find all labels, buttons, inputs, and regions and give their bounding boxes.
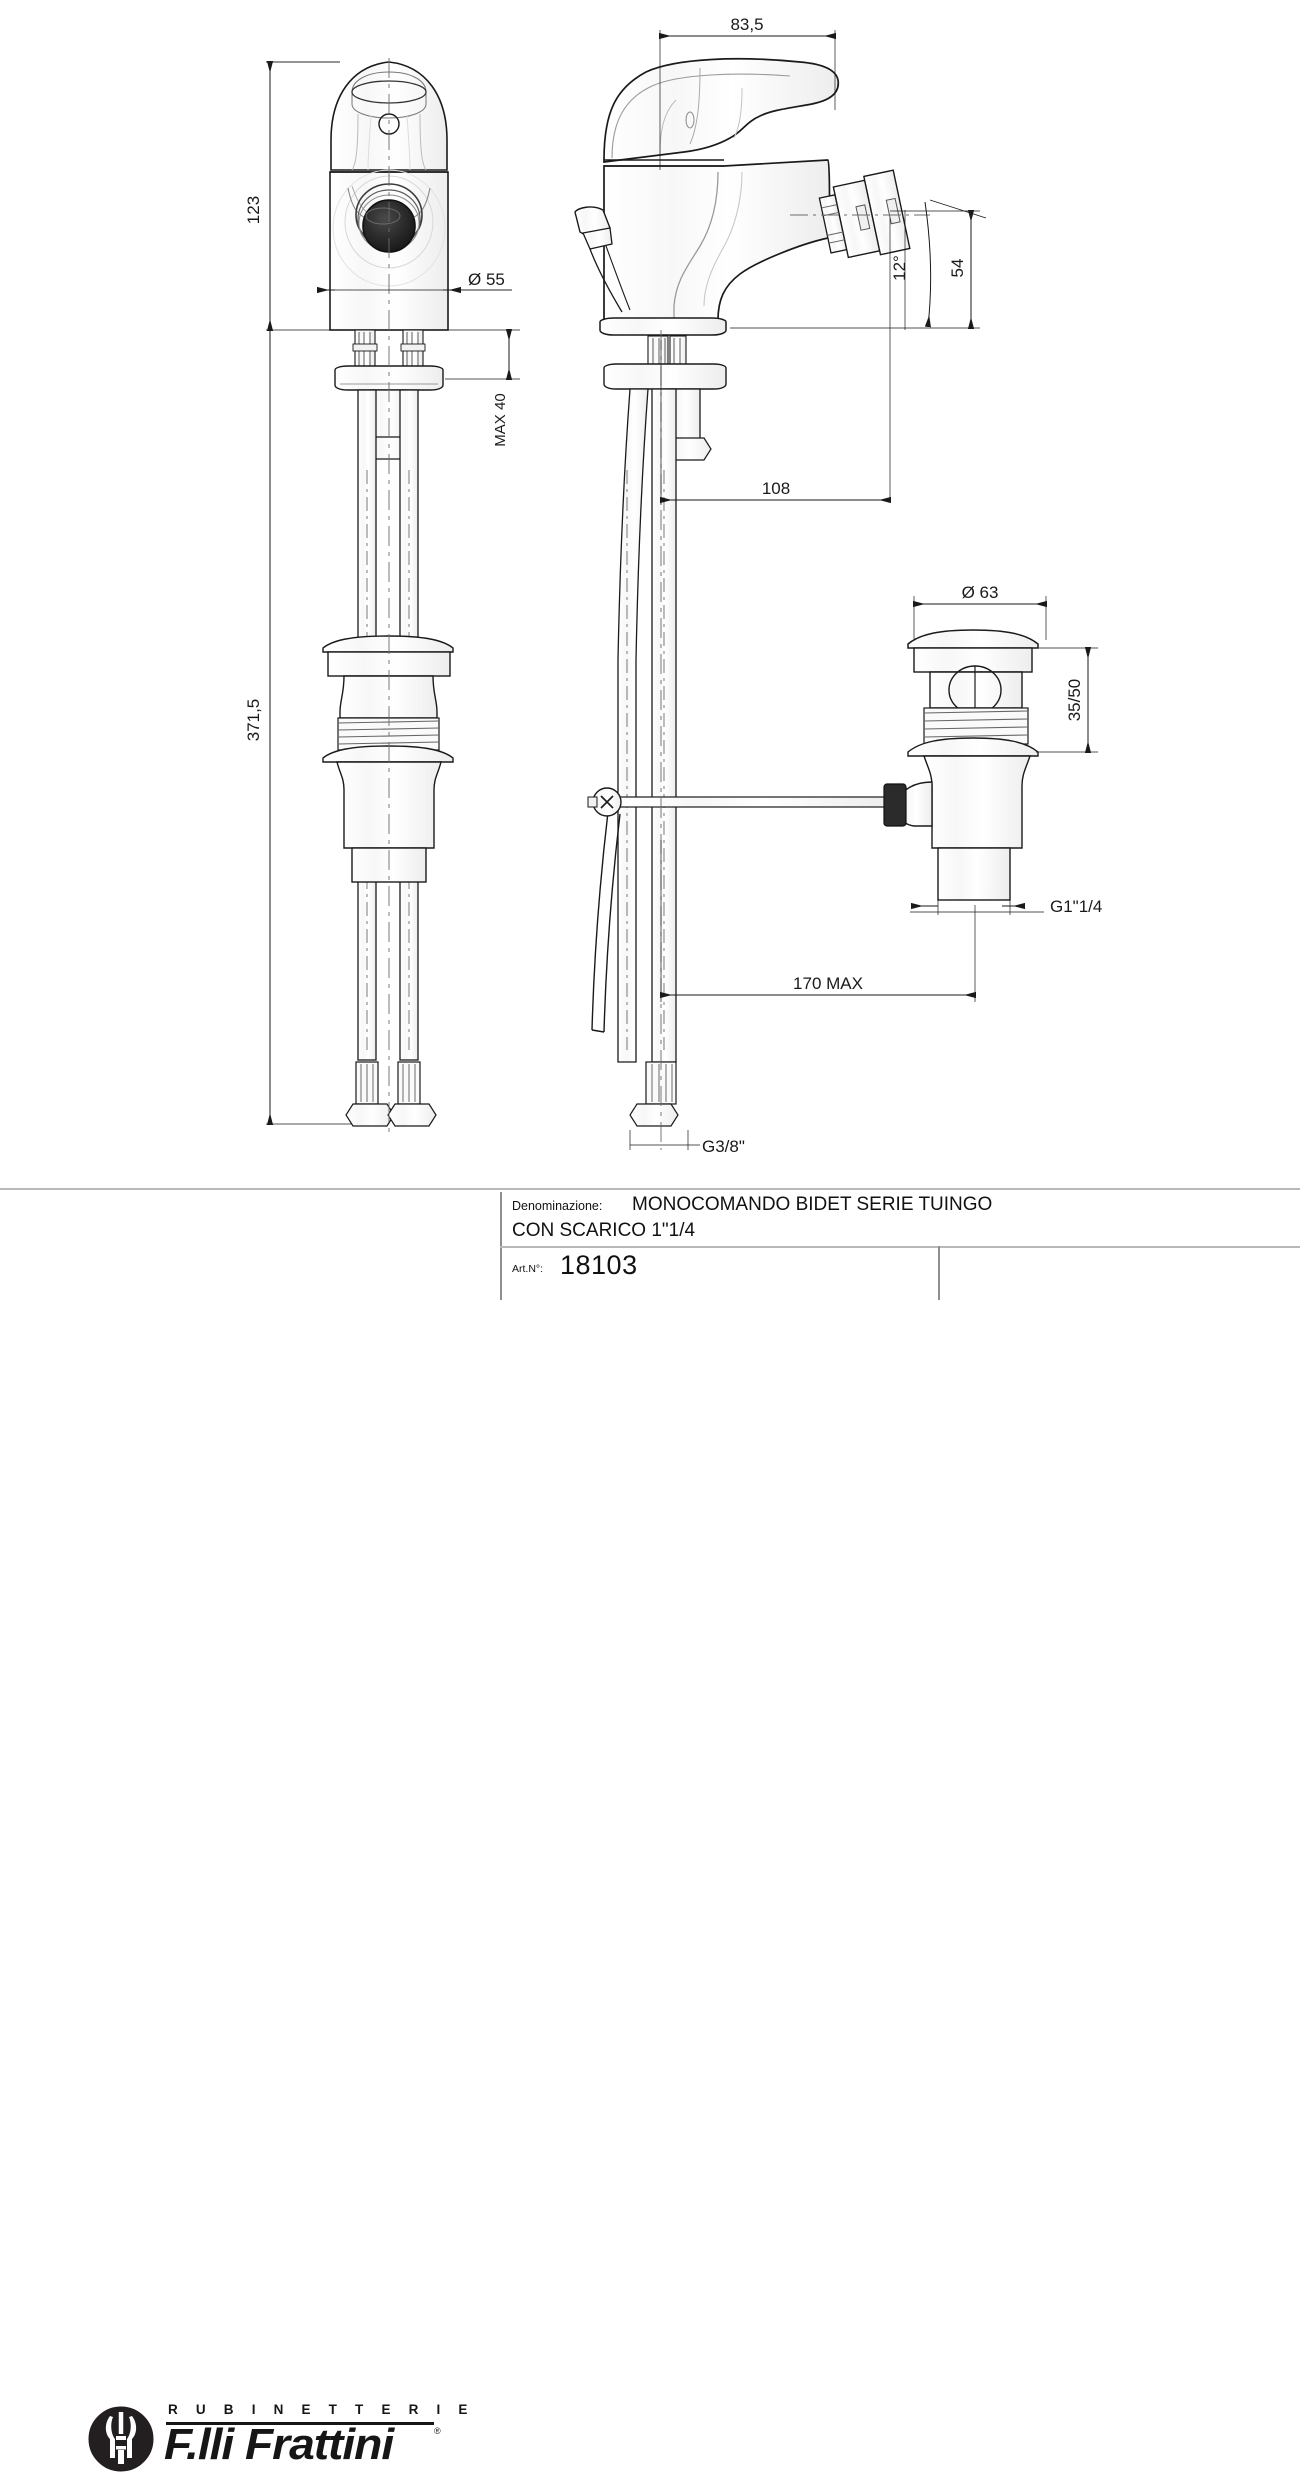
- dim-max-40: MAX 40: [445, 329, 520, 447]
- drawing-sheet: 123 Ø 55 MAX 40 371,: [0, 15, 1300, 2472]
- dim-waste-thread: G1"1/4: [910, 897, 1102, 916]
- popup-lever-knob[interactable]: [574, 206, 631, 313]
- tb-mid-rule: [500, 1246, 1300, 1248]
- dim-label-371-5: 371,5: [244, 699, 263, 742]
- front-mounting-flange: [334, 365, 444, 391]
- denominazione-label: Denominazione:: [512, 1199, 603, 1213]
- dim-total-371-5: 371,5: [244, 61, 352, 1125]
- dim-height-54: 54: [730, 210, 980, 329]
- dim-label-35-50: 35/50: [1065, 679, 1084, 722]
- dim-label-123: 123: [244, 196, 263, 224]
- dim-label-108: 108: [762, 479, 790, 498]
- waste-assembly-group: Ø 63 35/50 G1"1/4: [629, 583, 1102, 1156]
- dim-projection-108: 108: [660, 218, 891, 505]
- dim-label-170max: 170 MAX: [793, 974, 863, 993]
- denominazione-line-2: CON SCARICO 1"1/4: [512, 1220, 696, 1241]
- dim-label-83-5: 83,5: [730, 15, 763, 34]
- brand-logo: R U B I N E T T E R I E F.lli Frattini ®: [88, 2400, 478, 2476]
- dim-waste-35-50: 35/50: [1036, 647, 1098, 753]
- side-body: [603, 159, 831, 323]
- dim-label-12deg: 12°: [890, 255, 909, 281]
- side-view-group: 83,5 12° 54 108: [574, 15, 987, 1150]
- dim-label-54: 54: [948, 259, 967, 278]
- popup-rod-lift[interactable]: [591, 811, 621, 1033]
- waste-cap: [907, 629, 1039, 649]
- side-supply-hoses: [617, 388, 677, 1063]
- dim-label-g114: G1"1/4: [1050, 897, 1102, 916]
- front-mounting-studs: [352, 329, 426, 371]
- brand-name: F.lli Frattini: [164, 2420, 394, 2469]
- dim-label-g38: G3/8": [702, 1137, 745, 1156]
- dim-supply-thread: G3/8": [629, 1130, 745, 1156]
- registered-mark: ®: [434, 2426, 441, 2436]
- dim-label-d63: Ø 63: [962, 583, 999, 602]
- dim-label-d55: Ø 55: [468, 270, 505, 289]
- articolo-value: 18103: [560, 1250, 638, 1280]
- side-hose-nuts: [629, 1061, 679, 1127]
- tb-divider-right: [938, 1246, 940, 1300]
- articolo-label: Art.N°:: [512, 1263, 544, 1275]
- tb-top-rule: [0, 1188, 1300, 1190]
- side-lever-handle[interactable]: [603, 58, 840, 163]
- dim-angle-12: 12°: [890, 199, 987, 330]
- frattini-emblem-icon: [88, 2406, 154, 2472]
- front-view-group: 123 Ø 55 MAX 40 371,: [244, 58, 520, 1132]
- side-base-flange: [599, 317, 727, 336]
- dim-rod-170max: 170 MAX: [660, 840, 976, 1002]
- front-hose-nuts: [345, 1061, 437, 1127]
- waste-side-connector: [883, 781, 933, 827]
- dim-reach-83-5: 83,5: [659, 15, 836, 170]
- denominazione-line-1: MONOCOMANDO BIDET SERIE TUINGO: [632, 1194, 993, 1215]
- dim-diameter-55: Ø 55: [317, 270, 512, 294]
- dim-label-max40: MAX 40: [492, 393, 509, 446]
- side-aerator-nozzle: [818, 169, 911, 259]
- front-waste-assembly: [322, 635, 454, 883]
- technical-drawing-canvas: 123 Ø 55 MAX 40 371,: [244, 15, 1102, 1156]
- dim-waste-d63: Ø 63: [913, 583, 1047, 640]
- brand-wordmark: R U B I N E T T E R I E F.lli Frattini ®: [164, 2400, 476, 2474]
- brand-tagline: R U B I N E T T E R I E: [168, 2402, 475, 2417]
- front-waste-thread: [337, 717, 440, 751]
- waste-rod-knob[interactable]: [883, 783, 907, 827]
- front-dome-cap: [330, 61, 448, 171]
